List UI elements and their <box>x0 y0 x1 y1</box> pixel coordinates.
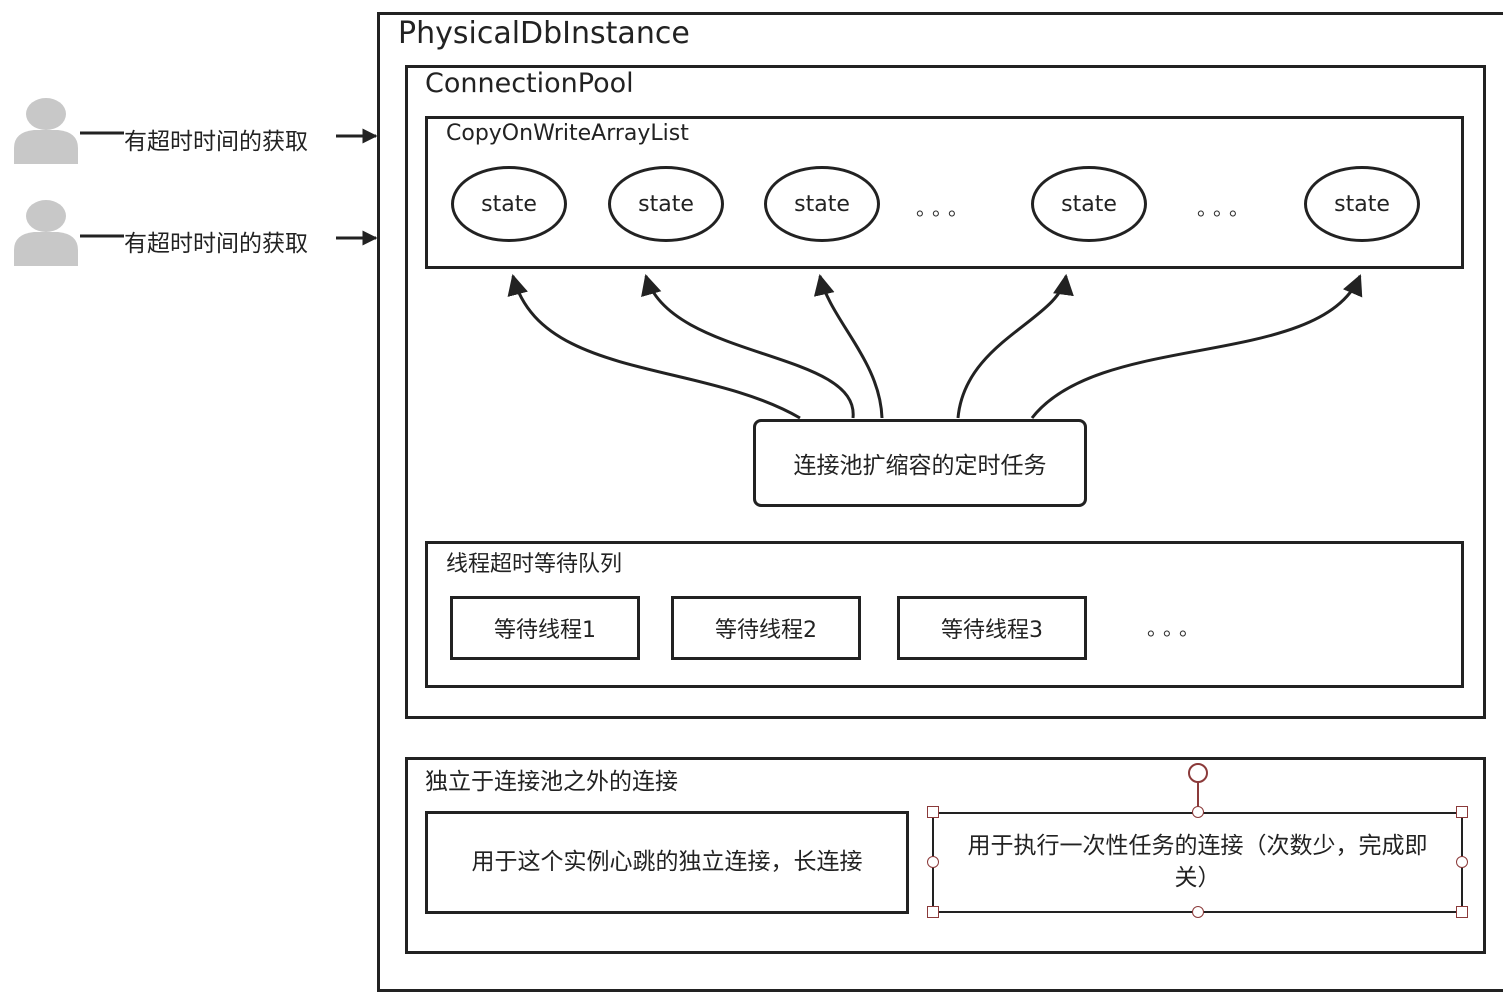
resize-scheduler-task: 连接池扩缩容的定时任务 <box>753 419 1087 507</box>
rotation-handle-stem <box>1197 782 1199 807</box>
selection-handle[interactable] <box>1456 806 1468 818</box>
heartbeat-connection: 用于这个实例心跳的独立连接，长连接 <box>425 811 909 914</box>
selection-handle[interactable] <box>1456 906 1468 918</box>
user-icon <box>14 98 78 164</box>
waiting-thread: 等待线程3 <box>897 596 1087 660</box>
state-node: state <box>1031 166 1147 242</box>
connectors-layer <box>14 98 1363 420</box>
selection-handle[interactable] <box>927 806 939 818</box>
list-ellipsis: 。。。 <box>1197 196 1255 220</box>
independent-connections-title: 独立于连接池之外的连接 <box>425 769 678 795</box>
selection-handle[interactable] <box>927 856 939 868</box>
state-node: state <box>451 166 567 242</box>
waiting-thread: 等待线程2 <box>671 596 861 660</box>
connection-pool-title: ConnectionPool <box>425 68 634 99</box>
wait-queue-ellipsis: 。。。 <box>1147 616 1205 640</box>
cow-list-title: CopyOnWriteArrayList <box>446 121 689 146</box>
timed-acquire-label: 有超时时间的获取 <box>124 122 308 156</box>
waiting-thread: 等待线程1 <box>450 596 640 660</box>
selection-handle[interactable] <box>1192 906 1204 918</box>
state-node: state <box>608 166 724 242</box>
state-node: state <box>764 166 880 242</box>
list-ellipsis: 。。。 <box>916 196 974 220</box>
wait-queue-title: 线程超时等待队列 <box>446 552 623 577</box>
cow-list-box <box>425 116 1464 269</box>
physical-db-instance-title: PhysicalDbInstance <box>398 16 690 51</box>
state-node: state <box>1304 166 1420 242</box>
selection-handle[interactable] <box>1456 856 1468 868</box>
selection-handle[interactable] <box>927 906 939 918</box>
user-icon <box>14 200 78 266</box>
timed-acquire-label: 有超时时间的获取 <box>124 224 308 258</box>
rotation-handle[interactable] <box>1188 763 1208 783</box>
